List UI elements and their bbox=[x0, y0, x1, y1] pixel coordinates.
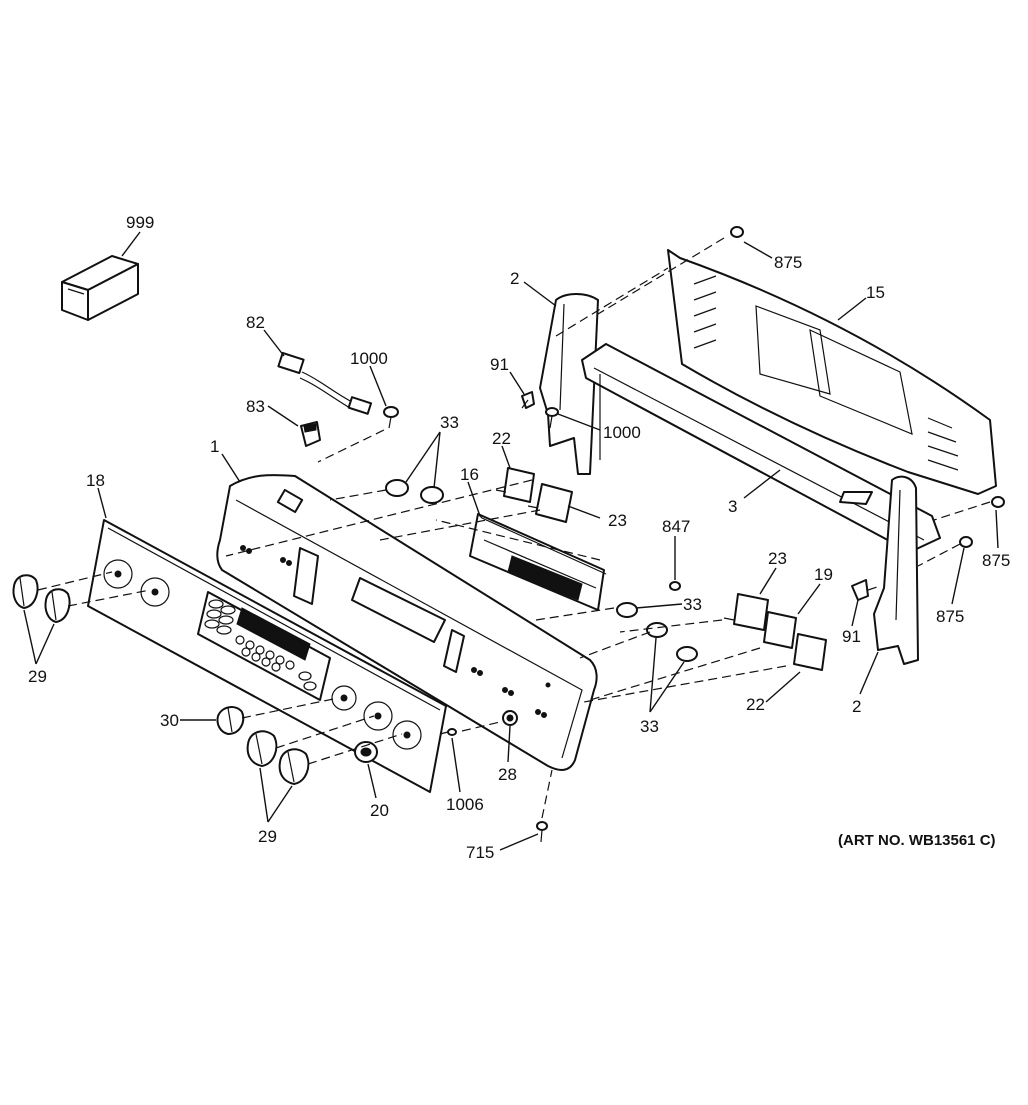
part-22-switch-top bbox=[495, 467, 535, 503]
faceplate-keypad bbox=[197, 591, 331, 701]
label-1000-left: 1000 bbox=[350, 349, 388, 368]
part-28-lamp bbox=[502, 710, 518, 726]
part-82-harness bbox=[277, 351, 373, 415]
part-33-stems-mid bbox=[616, 602, 698, 662]
part-16-control-board bbox=[469, 513, 607, 611]
label-28: 28 bbox=[498, 765, 517, 784]
part-23-switch-top bbox=[527, 483, 573, 523]
screw-847 bbox=[669, 581, 681, 591]
label-91-bottom: 91 bbox=[842, 627, 861, 646]
label-91-top: 91 bbox=[490, 355, 509, 374]
part-22-switch-bottom bbox=[793, 633, 827, 671]
label-1006: 1006 bbox=[446, 795, 484, 814]
part-83-clip bbox=[300, 421, 321, 447]
label-875-right: 875 bbox=[982, 551, 1010, 570]
part-33-stems-top bbox=[385, 479, 444, 504]
label-33-mid: 33 bbox=[683, 595, 702, 614]
screw-1006 bbox=[439, 728, 457, 736]
part-91-clip-bottom bbox=[851, 579, 869, 601]
leader-lines bbox=[23, 231, 999, 851]
screw-1000-right bbox=[545, 407, 559, 429]
label-18: 18 bbox=[86, 471, 105, 490]
part-20-switch bbox=[354, 741, 378, 763]
label-847: 847 bbox=[662, 517, 690, 536]
label-33-bottom: 33 bbox=[640, 717, 659, 736]
screw-715 bbox=[536, 821, 548, 843]
label-1: 1 bbox=[210, 437, 219, 456]
label-29-left: 29 bbox=[28, 667, 47, 686]
label-30: 30 bbox=[160, 711, 179, 730]
screw-1000-left bbox=[383, 406, 399, 429]
part-2-endcap-bottom bbox=[873, 475, 919, 665]
label-22-bottom: 22 bbox=[746, 695, 765, 714]
label-875-top: 875 bbox=[774, 253, 802, 272]
part-3-bracket bbox=[581, 343, 941, 553]
part-91-clip-top bbox=[521, 391, 535, 409]
label-2-bottom: 2 bbox=[852, 697, 861, 716]
part-18-faceplate bbox=[87, 519, 447, 793]
art-number: (ART NO. WB13561 C) bbox=[838, 832, 996, 849]
label-83: 83 bbox=[246, 397, 265, 416]
label-33-top: 33 bbox=[440, 413, 459, 432]
label-23-right: 23 bbox=[768, 549, 787, 568]
part-2-endcap-top bbox=[539, 293, 599, 475]
label-22-top: 22 bbox=[492, 429, 511, 448]
label-82: 82 bbox=[246, 313, 265, 332]
part-999-box bbox=[61, 255, 139, 321]
part-29-knobs-left bbox=[12, 574, 71, 624]
label-715: 715 bbox=[466, 843, 494, 862]
label-875-lower: 875 bbox=[936, 607, 964, 626]
label-20: 20 bbox=[370, 801, 389, 820]
callout-labels: 999 82 1000 83 33 1 2 91 1000 22 16 23 8… bbox=[28, 213, 1010, 862]
part-29-knobs-bottom bbox=[246, 730, 310, 786]
label-16: 16 bbox=[460, 465, 479, 484]
label-999: 999 bbox=[126, 213, 154, 232]
part-23-switch-right bbox=[723, 593, 769, 631]
part-19-switch bbox=[763, 611, 797, 649]
label-23-top: 23 bbox=[608, 511, 627, 530]
label-2-top: 2 bbox=[510, 269, 519, 288]
screws-875 bbox=[730, 226, 1005, 548]
label-15: 15 bbox=[866, 283, 885, 302]
label-29-bottom: 29 bbox=[258, 827, 277, 846]
part-1-control-panel bbox=[216, 474, 598, 771]
label-19: 19 bbox=[814, 565, 833, 584]
label-3: 3 bbox=[728, 497, 737, 516]
part-30-knob bbox=[216, 706, 245, 736]
label-1000-right: 1000 bbox=[603, 423, 641, 442]
part-15-backguard bbox=[667, 249, 997, 495]
